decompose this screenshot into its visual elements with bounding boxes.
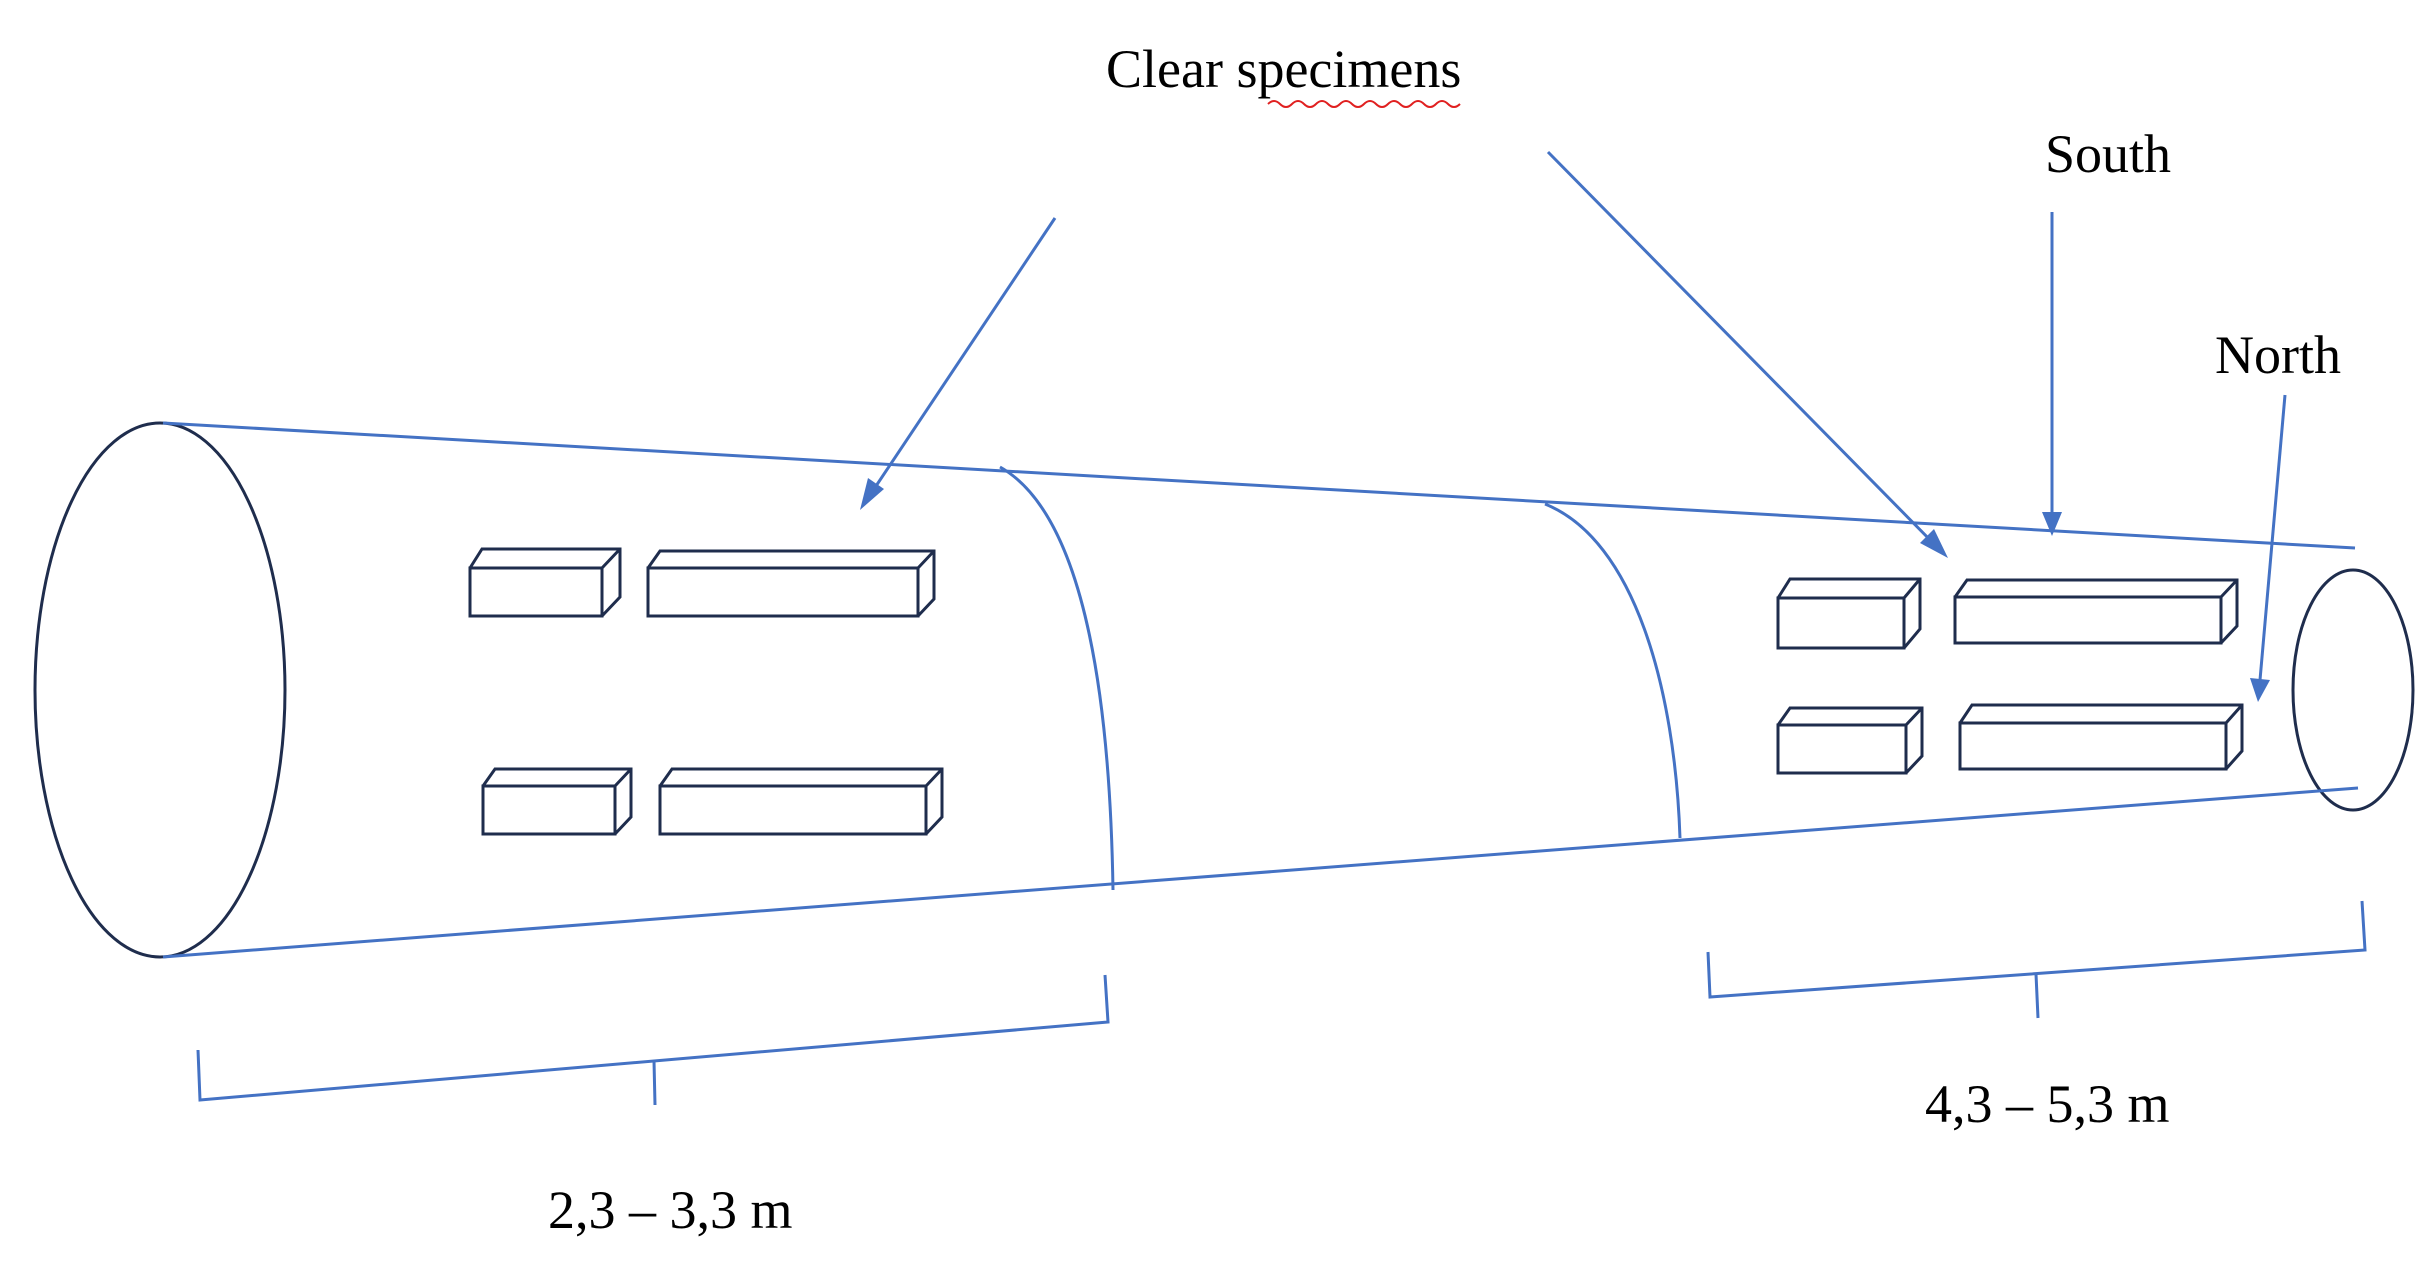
log-bottom-edge (162, 786, 2359, 959)
label-range-right: 4,3 – 5,3 m (1925, 1074, 2170, 1134)
specimen-right-top-long (1953, 578, 2239, 645)
log-right-end-ellipse (2291, 568, 2415, 812)
brace-left-range (196, 974, 1110, 1106)
callout-arrows (860, 150, 2287, 702)
specimen-right-bottom-long (1958, 703, 2244, 771)
arrowhead-south (2042, 512, 2062, 536)
arrow-north (2258, 394, 2287, 681)
log-section-boundary-1 (999, 465, 1115, 891)
arrow-clear-specimens-right (1546, 150, 1940, 550)
arrow-clear-specimens-left (866, 217, 1057, 499)
log-section-boundary-2 (1544, 502, 1682, 839)
specimen-right-top-short (1776, 577, 1922, 650)
arrowhead-clear-specimens-right (1920, 529, 1948, 558)
clear-specimens (468, 547, 2244, 836)
spellcheck-underline (1267, 100, 1461, 108)
length-braces (196, 900, 2367, 1106)
log-top-edge (162, 421, 2356, 550)
label-clear-specimens: Clear specimens (1106, 39, 1461, 99)
label-range-left: 2,3 – 3,3 m (548, 1180, 793, 1240)
specimen-left-top-short (468, 547, 622, 618)
brace-right-range (1706, 900, 2367, 1019)
label-south: South (2045, 124, 2171, 184)
label-north: North (2215, 325, 2341, 385)
specimen-right-bottom-short (1776, 706, 1924, 775)
log-cylinder (33, 421, 2415, 959)
specimen-left-bottom-long (658, 767, 944, 836)
arrowhead-clear-specimens-left (860, 478, 884, 510)
specimen-left-top-long (646, 549, 936, 618)
log-left-end-ellipse (33, 421, 287, 959)
text-labels: Clear specimens South North 2,3 – 3,3 m … (548, 39, 2341, 1240)
arrowhead-north (2250, 678, 2270, 702)
specimen-left-bottom-short (481, 767, 633, 836)
